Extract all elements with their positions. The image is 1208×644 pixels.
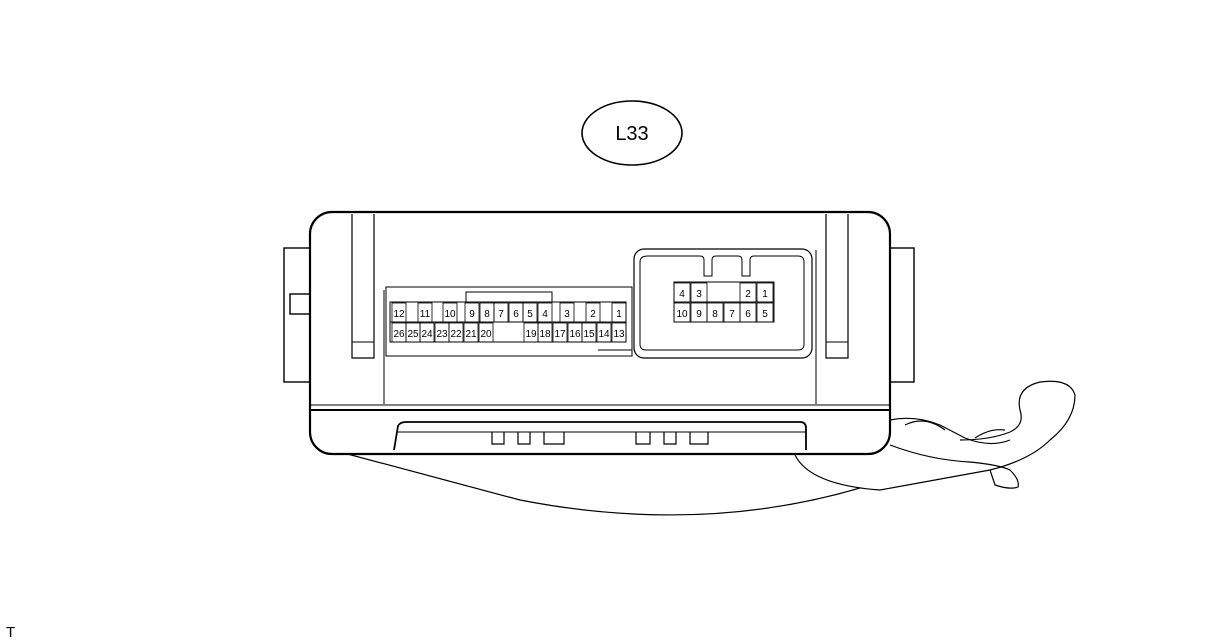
- pin-number: 12: [393, 309, 405, 320]
- pin-number: 3: [696, 289, 702, 300]
- pin-cavity: [585, 302, 601, 323]
- pin-number: 1: [616, 309, 622, 320]
- corner-mark: T: [6, 624, 16, 641]
- pin-cavity: [739, 282, 757, 303]
- pin-cavity: [673, 282, 691, 303]
- pin-cavity: [442, 302, 458, 323]
- pin-number: 4: [679, 289, 685, 300]
- pin-number: 5: [527, 309, 533, 320]
- pin-cavity: [673, 302, 691, 323]
- pin-number: 10: [444, 309, 456, 320]
- pin-number: 6: [745, 309, 751, 320]
- pin-cavity: [419, 322, 435, 343]
- pin-number: 13: [613, 329, 625, 340]
- pin-number: 3: [564, 309, 570, 320]
- pin-cavity: [611, 302, 627, 323]
- pin-number: 16: [569, 329, 581, 340]
- pin-cavity: [581, 322, 597, 343]
- pin-cavity: [537, 302, 553, 323]
- pin-number: 24: [421, 329, 433, 340]
- pin-number: 10: [676, 309, 688, 320]
- pin-cavity: [522, 302, 538, 323]
- pin-cavity: [537, 322, 553, 343]
- connector-label: L33: [615, 123, 648, 145]
- pin-cavity: [391, 302, 407, 323]
- pin-number: 26: [393, 329, 405, 340]
- pin-number: 9: [469, 309, 475, 320]
- pin-cavity: [559, 302, 575, 323]
- pin-number: 4: [542, 309, 548, 320]
- wire-harness: [339, 380, 1076, 516]
- pin-cavity: [596, 322, 612, 343]
- pin-cavity: [706, 302, 724, 323]
- pin-cavity: [478, 322, 494, 343]
- pin-cavity: [739, 302, 757, 323]
- pin-cavity: [611, 322, 627, 343]
- pin-number: 18: [539, 329, 551, 340]
- pin-number: 6: [513, 309, 519, 320]
- pin-cavity: [756, 302, 774, 323]
- pin-number: 8: [712, 309, 718, 320]
- pin-number: 17: [554, 329, 566, 340]
- pin-number: 8: [484, 309, 490, 320]
- pin-number: 22: [450, 329, 462, 340]
- pin-number: 11: [420, 309, 431, 320]
- pin-number: 7: [498, 309, 504, 320]
- pin-number: 15: [583, 329, 595, 340]
- pin-cavity: [464, 302, 480, 323]
- pin-number: 2: [590, 309, 596, 320]
- pin-number: 19: [525, 329, 537, 340]
- pin-number: 1: [762, 289, 768, 300]
- pin-cavity: [552, 322, 568, 343]
- pin-number: 14: [598, 329, 610, 340]
- pin-cavity: [493, 302, 509, 323]
- pin-cavity: [756, 282, 774, 303]
- pin-number: 2: [745, 289, 751, 300]
- right-side-latch: [887, 247, 915, 383]
- pin-number: 20: [480, 329, 492, 340]
- pin-number: 23: [436, 329, 448, 340]
- pin-cavity: [463, 322, 479, 343]
- pin-number: 7: [729, 309, 735, 320]
- pin-cavity: [448, 322, 464, 343]
- pin-cavity: [417, 302, 433, 323]
- pin-cavity: [690, 282, 708, 303]
- pin-number: 25: [407, 329, 419, 340]
- connector-housing: [308, 210, 892, 456]
- pin-number: 21: [465, 329, 477, 340]
- left-side-latch: [283, 247, 313, 383]
- pin-number: 5: [762, 309, 768, 320]
- connector-label-bubble: L33: [581, 100, 683, 166]
- pin-number: 9: [696, 309, 702, 320]
